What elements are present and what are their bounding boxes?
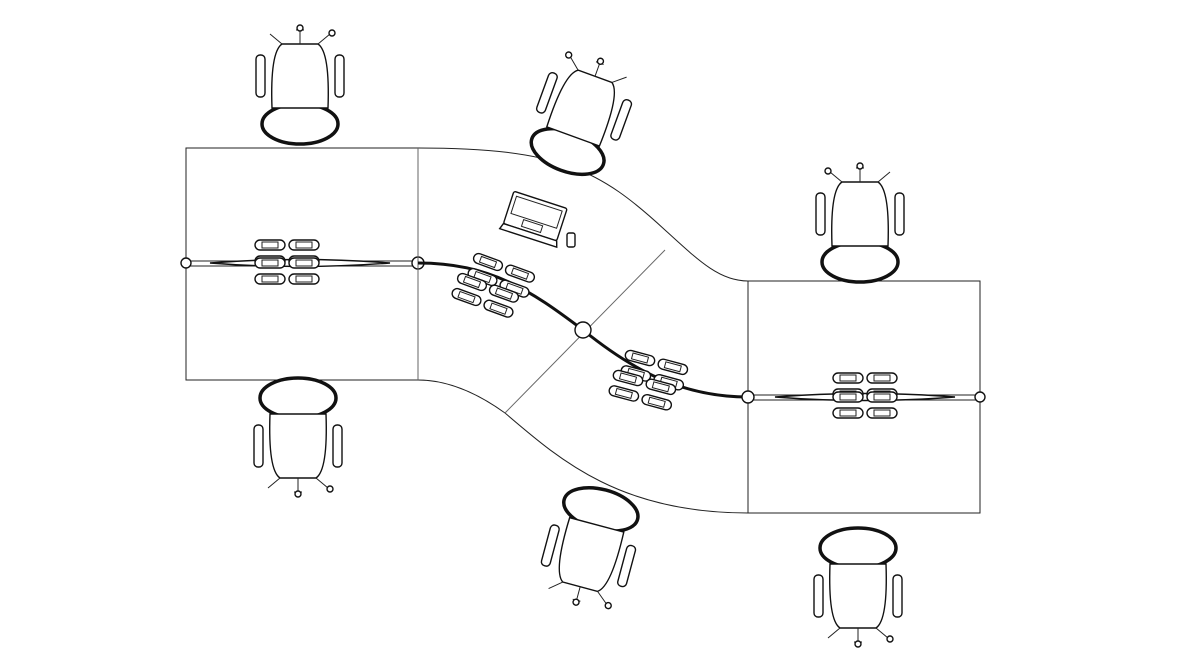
desk-curved-middle bbox=[417, 147, 749, 514]
chair-icon bbox=[812, 526, 904, 649]
chair-icon bbox=[252, 376, 344, 499]
chair-icon bbox=[530, 476, 651, 619]
laptop-icon bbox=[498, 191, 568, 249]
chair-icon bbox=[517, 41, 645, 188]
phone-icon bbox=[566, 232, 576, 248]
desk-right bbox=[741, 280, 986, 514]
chair-icon bbox=[814, 161, 906, 284]
desk-left bbox=[180, 147, 425, 381]
chair-icon bbox=[254, 23, 346, 146]
